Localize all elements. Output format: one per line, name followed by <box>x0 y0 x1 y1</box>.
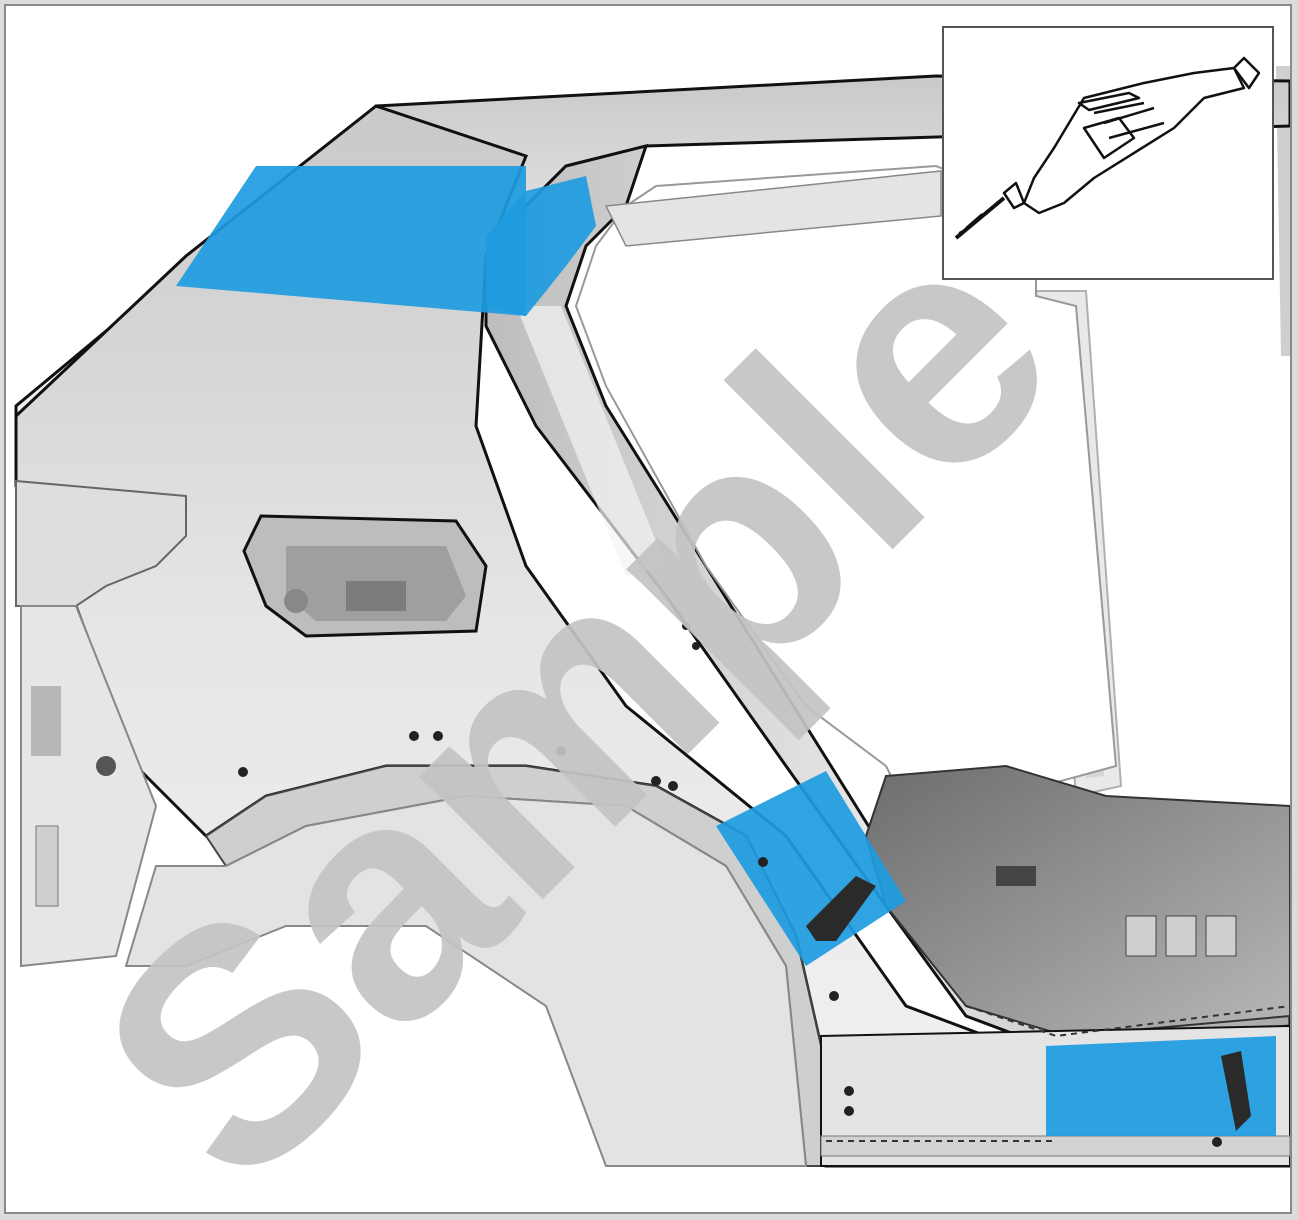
rear-floor <box>864 764 1290 1038</box>
bracket-rocker <box>1221 1051 1251 1131</box>
tool-inset <box>942 26 1274 280</box>
diagram-frame: Sample <box>4 4 1292 1214</box>
air-saw-icon <box>954 56 1261 240</box>
fuel-filler-opening <box>242 514 488 638</box>
roof-rail-cut-zone <box>176 166 596 316</box>
window-opening <box>574 164 1118 808</box>
bracket-c-pillar <box>806 876 876 941</box>
c-pillar-cut-zone <box>716 771 906 966</box>
panel-holes <box>238 622 1222 1147</box>
trim-edges <box>826 1005 1290 1142</box>
inner-structure-left <box>15 479 187 968</box>
rocker-cut-zone <box>1046 1036 1276 1136</box>
quarter-panel-diagram <box>14 66 1290 1168</box>
